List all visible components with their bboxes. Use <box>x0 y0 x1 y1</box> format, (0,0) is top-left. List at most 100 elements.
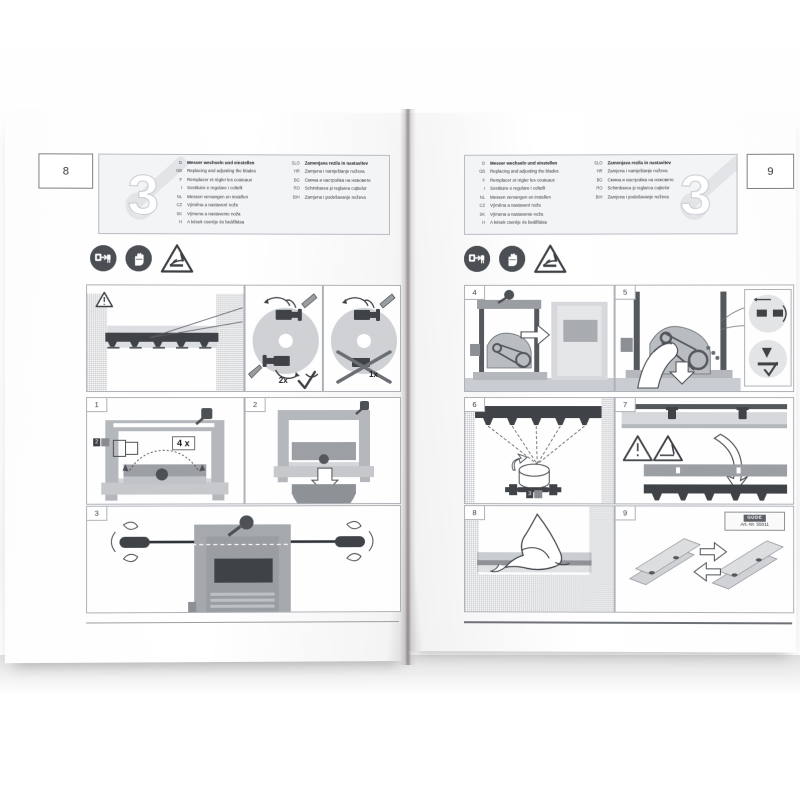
panel-detail-incorrect-1x: 1x <box>322 284 402 393</box>
right-page-number-box: 9 <box>746 153 795 190</box>
screwdriver-badge-icon <box>101 438 110 447</box>
lang-code: F <box>482 177 486 183</box>
tool-badge-2: 2 <box>93 438 110 447</box>
lang-text: Zamenjava rezila in nastavitev <box>607 160 671 166</box>
part-label: GÜDE Art.-Nr. 55011 <box>724 511 786 532</box>
blade-screw-loosen-diagram <box>475 406 602 496</box>
article-number: Art.-Nr. 55011 <box>740 521 770 527</box>
warning-triangle-icon <box>95 291 113 307</box>
lang-code: D <box>482 160 486 166</box>
lang-code: GB <box>176 168 183 174</box>
planer-front-diagram <box>101 408 229 501</box>
section-number-watermark: 3 <box>680 163 710 227</box>
language-row: F Remplacer et régler les couteaux <box>168 176 256 185</box>
language-row: SLO Zamenjava rezila in nastavitev <box>286 159 371 168</box>
panel-number: 1 <box>87 398 108 413</box>
blade-hand-hazard-icon <box>161 244 193 272</box>
lang-text: Zamjena i namještanje noževa <box>607 168 668 174</box>
left-page-number: 8 <box>62 164 69 178</box>
panel-number: 5 <box>615 285 636 300</box>
lang-code: CZ <box>479 203 486 209</box>
panel-step-8: 8 <box>464 505 615 613</box>
screwdriver-left <box>111 522 195 562</box>
lang-text: A kések cseréje és beállítása <box>490 219 547 225</box>
lang-text: Remplacer et régler les couteaux <box>490 177 555 183</box>
lang-code: F <box>179 176 183 182</box>
panel-step-5: 5 <box>614 284 795 393</box>
wear-gloves-icon <box>499 245 526 272</box>
right-page-number: 9 <box>767 165 774 178</box>
lang-code: I <box>483 186 486 192</box>
panel-step-3: 3 <box>86 505 402 614</box>
language-row: F Remplacer et régler les couteaux <box>471 176 559 185</box>
unplug-power-icon <box>90 245 117 272</box>
wrench-badge-icon <box>534 490 543 499</box>
lang-code: BIH <box>595 194 603 200</box>
blade-hand-hazard-icon <box>534 245 566 273</box>
label-2x: 2x <box>278 375 288 385</box>
panel-step-1: 1 <box>86 397 245 505</box>
lang-code: SLO <box>594 160 603 166</box>
lang-code: D <box>179 159 183 166</box>
language-row: H A kések cseréje és beállítása <box>471 219 559 228</box>
belt-removal-diagram <box>615 285 794 392</box>
panel-number: 7 <box>615 398 636 413</box>
lang-code: RO <box>596 185 603 191</box>
lang-text: Výmena a nastavenie noža <box>187 210 241 217</box>
lang-text: Schimbarea şi reglarea cuţitelor <box>607 185 670 191</box>
blade-teeth <box>105 340 220 355</box>
lang-code: H <box>482 219 486 225</box>
lang-text: Schimbarea şi reglarea cuţitelor <box>304 185 367 192</box>
language-row: RO Schimbarea şi reglarea cuţitelor <box>588 185 673 194</box>
left-page-number-box: 8 <box>38 153 94 189</box>
lang-text: Messen vervangen en instellen <box>490 194 551 200</box>
blade-seat-cleaning-diagram <box>477 506 592 573</box>
lang-code: NL <box>176 193 183 199</box>
blade-hand-hazard-icon <box>654 436 682 460</box>
detail-callout-leader <box>146 306 245 342</box>
lang-text: Смяна и настройка на ножовете <box>607 177 674 183</box>
language-row: SK Výmena a nastavenie noža <box>168 210 256 219</box>
lang-text: Remplacer et régler les couteaux <box>187 176 253 183</box>
lang-text: Zamenjava rezila in nastavitev <box>304 160 368 166</box>
label-1x: 1x <box>368 369 378 379</box>
warning-triangle-icon <box>624 436 652 460</box>
badge-number: 3 <box>526 490 534 499</box>
side-screw-adjust-diagram <box>87 515 374 613</box>
lang-code: SK <box>176 210 183 216</box>
panel-number: 3 <box>87 506 108 521</box>
panel-step-4: 4 <box>464 284 615 393</box>
tool-badge-3: 3 <box>526 490 543 499</box>
lang-code: SLO <box>291 160 300 166</box>
panel-step-7: 7 <box>614 397 795 505</box>
lang-text: Výmena a nastavenie noža <box>490 211 544 217</box>
cross-mark <box>335 349 392 384</box>
lang-code: RO <box>293 185 300 191</box>
cover-removal-diagram <box>465 289 614 392</box>
lang-text: Messer wechseln und einstellen <box>490 160 558 166</box>
replacement-blades-diagram <box>616 506 794 612</box>
lang-text: Zamjena i podešavanje noževa <box>304 194 366 200</box>
lang-text: Zamjena i namještanje noževa <box>304 169 365 175</box>
lang-text: Výměna a nastavení nože <box>187 202 239 208</box>
cutter-block-correct-diagram <box>246 292 319 389</box>
